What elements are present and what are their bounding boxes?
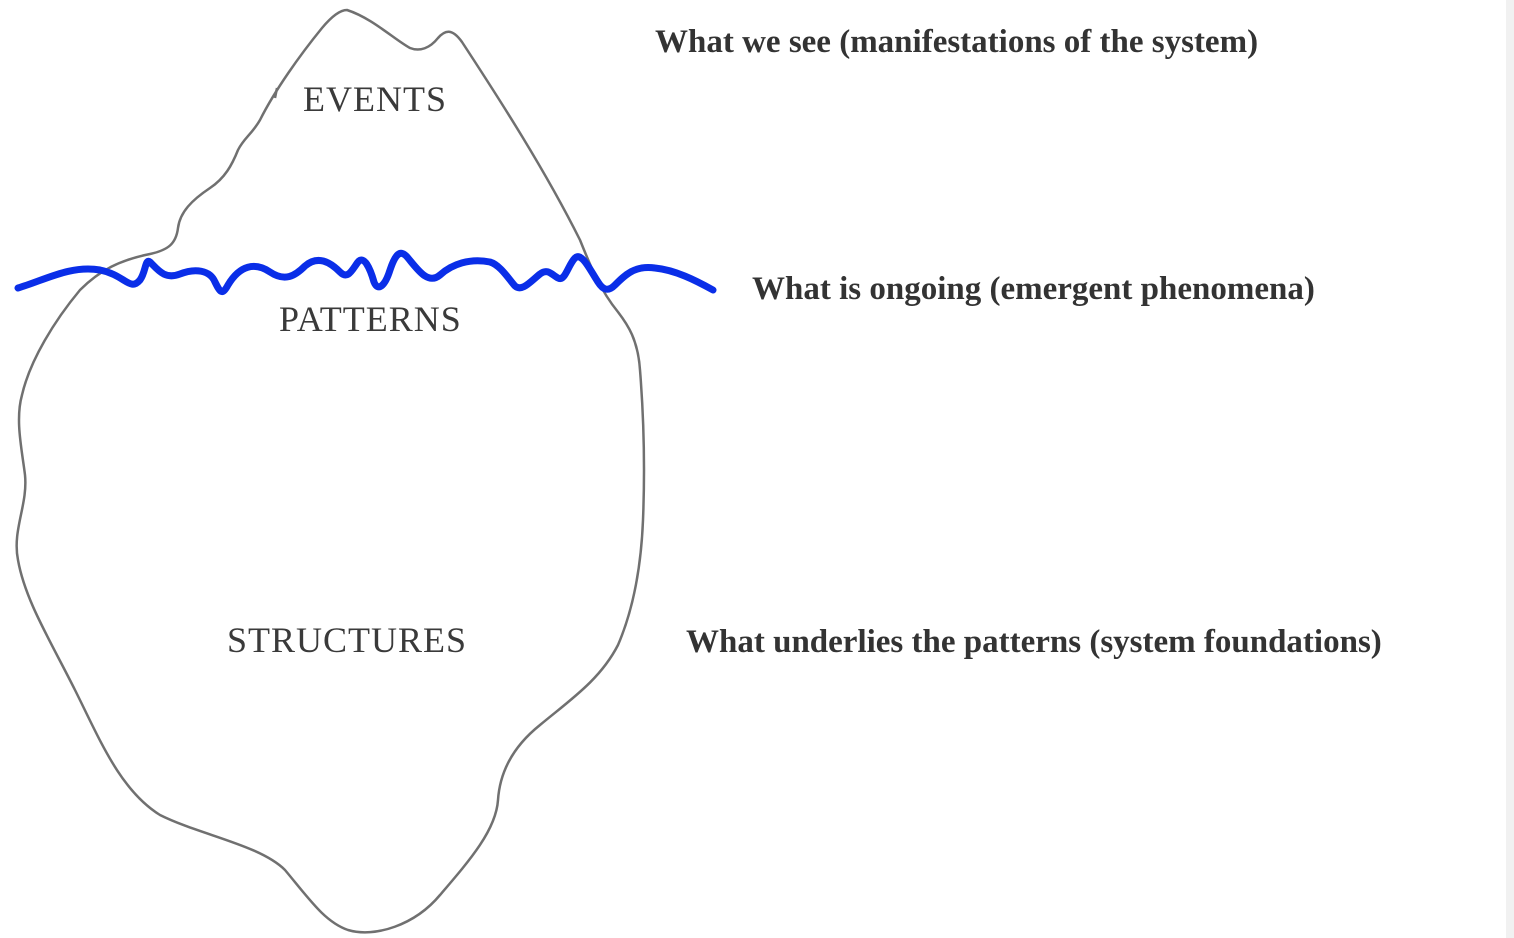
patterns-label: PATTERNS <box>279 299 462 339</box>
events-description: What we see (manifestations of the syste… <box>655 24 1258 60</box>
small-mark <box>273 87 279 99</box>
waterline <box>14 249 717 296</box>
iceberg-outline <box>15 8 646 934</box>
structures-label: STRUCTURES <box>227 620 467 660</box>
events-label: EVENTS <box>303 79 447 119</box>
patterns-description: What is ongoing (emergent phenomena) <box>752 271 1315 307</box>
structures-description: What underlies the patterns (system foun… <box>686 624 1382 660</box>
right-edge-border <box>1506 0 1514 938</box>
